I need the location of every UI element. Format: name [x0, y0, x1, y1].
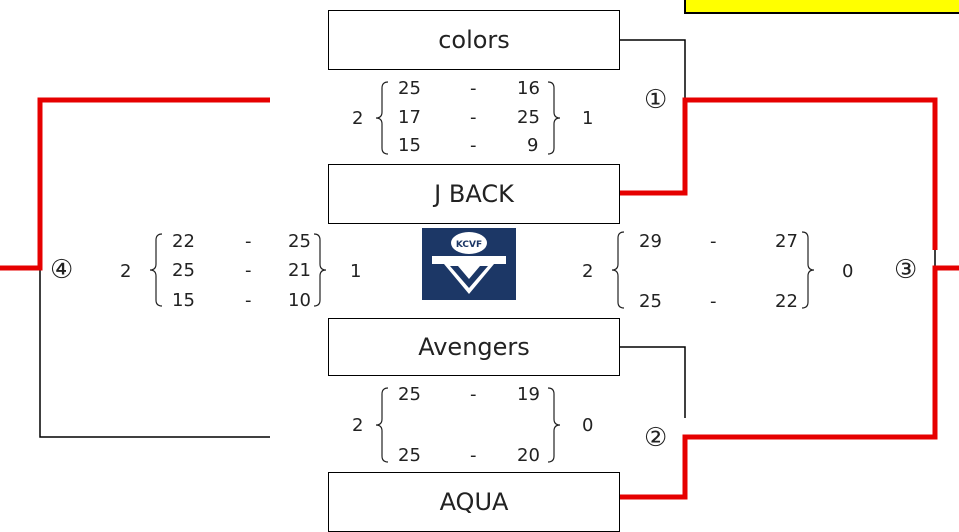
score-braces [376, 81, 561, 155]
winner-line [618, 265, 959, 500]
set-score-dash: - [245, 290, 252, 311]
connector-line [39, 270, 270, 438]
winner-line [618, 97, 938, 250]
set-score-a: 25 [398, 78, 421, 99]
set-score-a: 25 [172, 260, 195, 281]
kcvf-logo-icon: KCVF [422, 228, 516, 300]
set-score-b: 10 [288, 290, 311, 311]
team-box-jback: J BACK [328, 164, 620, 224]
winner-line [0, 97, 270, 271]
team-name: J BACK [434, 180, 514, 208]
set-score-b: 25 [517, 107, 540, 128]
right-sets: 1 [350, 261, 362, 282]
set-score-a: 25 [639, 291, 662, 312]
set-score-dash: - [245, 231, 252, 252]
set-score-dash: - [710, 291, 717, 312]
set-score-dash: - [470, 78, 477, 99]
team-box-avengers: Avengers [328, 318, 620, 376]
right-sets: 1 [582, 108, 594, 129]
set-score-a: 15 [398, 135, 421, 156]
set-score-dash: - [470, 135, 477, 156]
set-score-a: 22 [172, 231, 195, 252]
score-braces [612, 231, 815, 309]
notice-banner [684, 0, 959, 14]
set-score-a: 15 [172, 290, 195, 311]
match-label: ① [644, 85, 668, 115]
logo-text: KCVF [456, 240, 482, 250]
set-score-b: 21 [288, 260, 311, 281]
set-score-dash: - [470, 384, 477, 405]
set-score-b: 25 [288, 231, 311, 252]
team-box-aqua: AQUA [328, 472, 620, 532]
team-name: colors [438, 26, 510, 54]
right-sets: 0 [842, 261, 854, 282]
left-sets: 2 [352, 415, 364, 436]
team-box-colors: colors [328, 10, 620, 70]
set-score-b: 22 [775, 291, 798, 312]
set-score-a: 17 [398, 107, 421, 128]
set-score-a: 29 [639, 231, 662, 252]
set-score-dash: - [470, 107, 477, 128]
set-score-dash: - [470, 445, 477, 466]
team-name: AQUA [439, 488, 509, 516]
set-score-a: 25 [398, 445, 421, 466]
set-score-dash: - [245, 260, 252, 281]
left-sets: 2 [352, 108, 364, 129]
connector-line [620, 39, 686, 98]
score-braces [376, 387, 561, 463]
match-label: ③ [894, 255, 918, 285]
set-score-dash: - [710, 231, 717, 252]
left-sets: 2 [120, 261, 132, 282]
match-label: ② [644, 423, 668, 453]
match-label: ④ [50, 255, 74, 285]
connector-line [620, 346, 686, 418]
set-score-b: 20 [517, 445, 540, 466]
score-braces [150, 233, 327, 307]
team-name: Avengers [418, 333, 530, 361]
set-score-b: 16 [517, 78, 540, 99]
set-score-b: 9 [527, 135, 539, 156]
left-sets: 2 [582, 261, 594, 282]
set-score-b: 27 [775, 231, 798, 252]
set-score-a: 25 [398, 384, 421, 405]
set-score-b: 19 [517, 384, 540, 405]
right-sets: 0 [582, 415, 594, 436]
